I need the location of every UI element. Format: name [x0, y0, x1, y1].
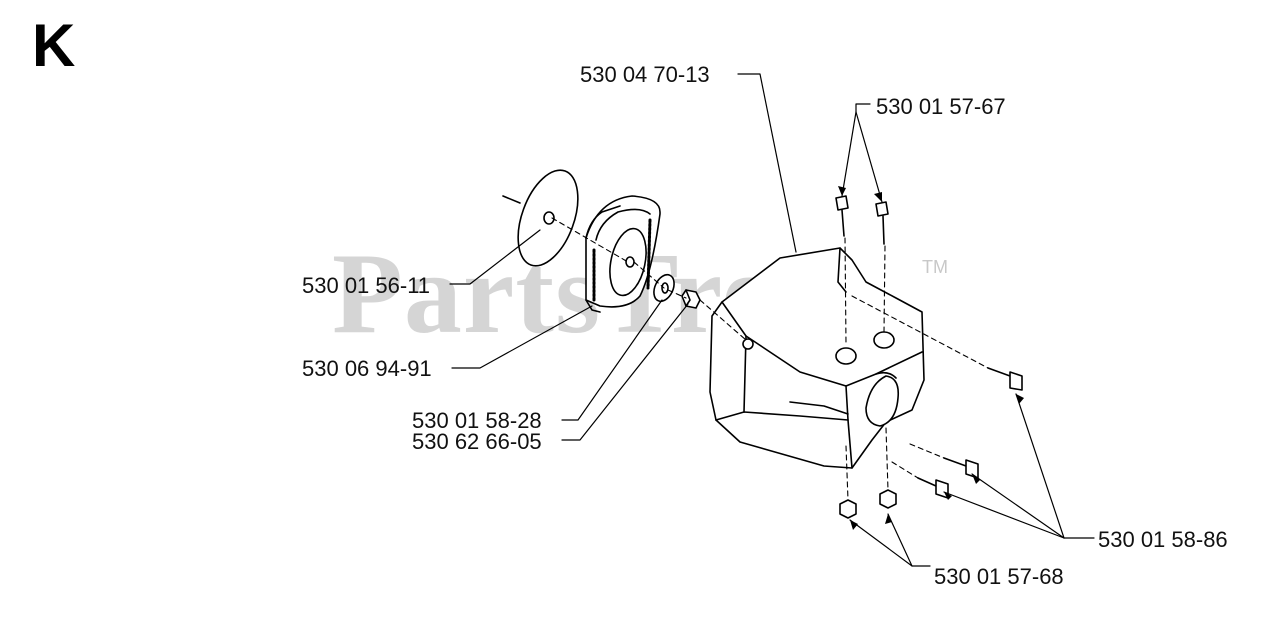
cover-drawing	[709, 247, 925, 469]
upper-screws-drawing	[835, 195, 889, 245]
nut-drawing	[681, 289, 701, 309]
guide-lines	[551, 217, 989, 501]
part-label-screw-upper[interactable]: 530 01 57-67	[876, 94, 1006, 119]
arrowheads	[838, 186, 1024, 530]
watermark-trademark: TM	[922, 257, 948, 277]
part-label-nut-lower[interactable]: 530 01 57-68	[934, 564, 1064, 589]
part-label-filter-holder[interactable]: 530 06 94-91	[302, 356, 432, 381]
filter-holder-drawing	[585, 195, 661, 313]
part-label-disc-washer[interactable]: 530 01 56-11	[302, 273, 431, 298]
part-label-cover[interactable]: 530 04 70-13	[580, 62, 710, 87]
part-label-nut[interactable]: 530 62 66-05	[412, 429, 542, 454]
section-letter: K	[32, 12, 76, 79]
leader-lines	[449, 73, 1095, 567]
part-label-screw-side[interactable]: 530 01 58-86	[1098, 527, 1228, 552]
part-label-flat-washer[interactable]: 530 01 58-28	[412, 408, 542, 433]
disc-washer-drawing	[502, 169, 579, 267]
side-screws-drawing	[917, 367, 1023, 499]
